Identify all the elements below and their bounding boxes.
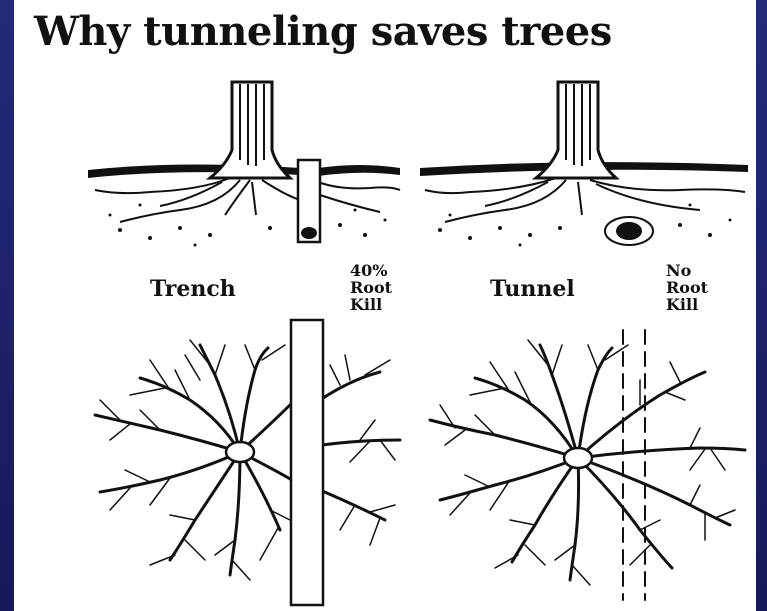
trench-side-view: [88, 82, 400, 247]
tunnel-note-line2: Root: [666, 279, 708, 296]
tunnel-note-line1: No: [666, 262, 708, 279]
trench-note: 40% Root Kill: [350, 262, 392, 313]
tunnel-side-view: [420, 82, 748, 247]
tunnel-note-line3: Kill: [666, 296, 708, 313]
trench-label: Trench: [150, 276, 236, 302]
trench-top-view: [95, 320, 400, 605]
trench-note-line2: Root: [350, 279, 392, 296]
tunnel-note: No Root Kill: [666, 262, 708, 313]
trench-note-line1: 40%: [350, 262, 392, 279]
tunnel-top-view: [430, 330, 745, 600]
trench-note-line3: Kill: [350, 296, 392, 313]
tunnel-label: Tunnel: [490, 276, 575, 302]
